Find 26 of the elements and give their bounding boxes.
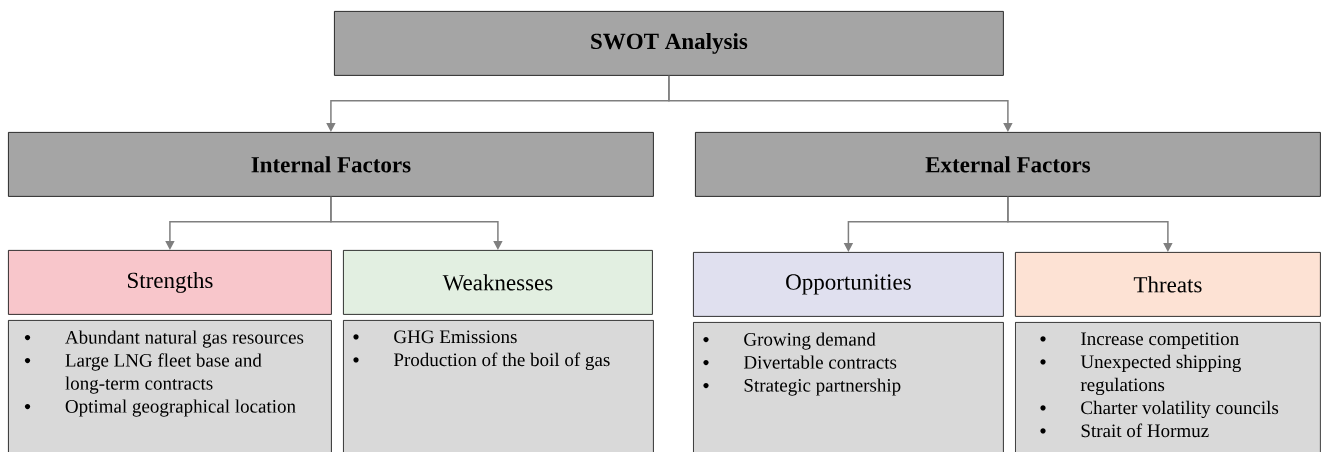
category-box: Internal Factors xyxy=(8,132,654,197)
bullet-list-box xyxy=(1015,322,1321,452)
bullet-item: Production of the boil of gas xyxy=(393,352,610,371)
bullet-item: Strait of Hormuz xyxy=(1081,423,1209,438)
quadrant-header: Weaknesses xyxy=(343,250,653,315)
bullet-list-box xyxy=(343,320,654,452)
arrow xyxy=(668,75,1013,132)
category-box: External Factors xyxy=(695,132,1321,197)
bullet-item: Unexpected shipping regulations xyxy=(1080,354,1241,396)
quadrant-header: Threats xyxy=(1015,252,1321,317)
bullet-item: Strategic partnership xyxy=(744,378,901,396)
quadrant-header: Opportunities xyxy=(693,252,1004,317)
bullet-item: Charter volatility councils xyxy=(1081,400,1279,419)
arrow xyxy=(330,196,503,250)
arrow xyxy=(1007,196,1173,252)
bullet-item: Increase competition xyxy=(1081,332,1239,349)
title-box: SWOT Analysis xyxy=(334,11,1004,76)
bullet-list-box xyxy=(8,320,332,452)
bullet-item: Large LNG fleet base and long-term contracts xyxy=(65,353,262,394)
bullet-item: Divertable contracts xyxy=(743,355,897,369)
quadrant-header: Strengths xyxy=(8,250,332,315)
bullet-item: Optimal geographical location xyxy=(65,399,296,417)
bullet-item: GHG Emissions xyxy=(394,330,517,344)
bullet-item: Abundant natural gas resources xyxy=(65,330,304,348)
bullet-item: Growing demand xyxy=(744,332,876,350)
bullet-list-box xyxy=(693,322,1004,452)
